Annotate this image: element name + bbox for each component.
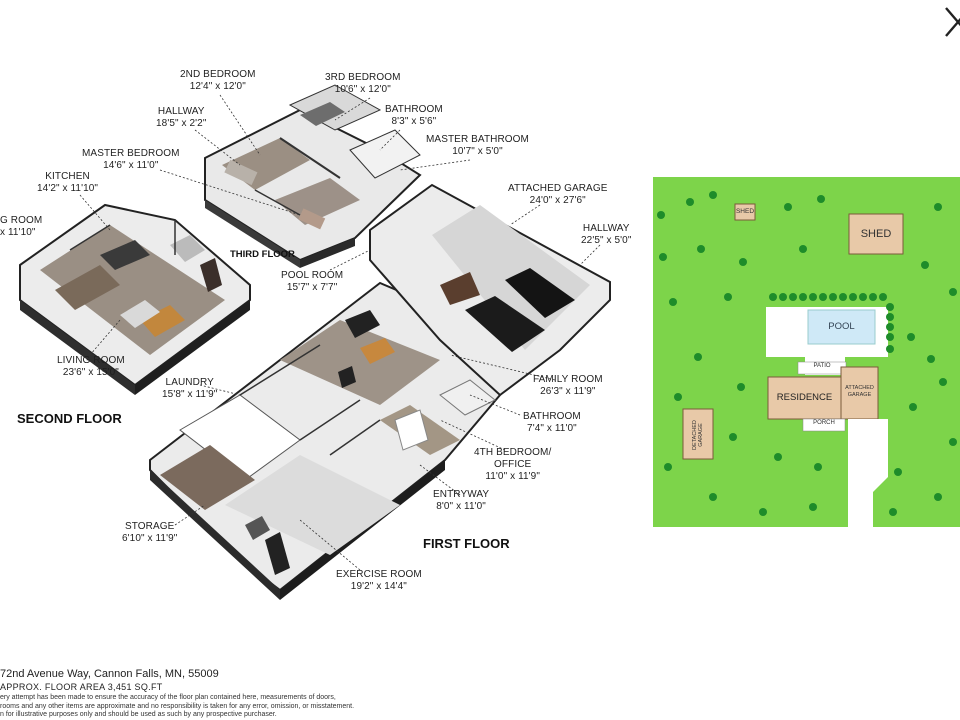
room-dimensions: 24'0" x 27'6" (529, 195, 586, 206)
label-bathroom-third: BATHROOM 8'3" x 5'6" (385, 104, 443, 128)
label-hallway-first: HALLWAY 22'5" x 5'0" (581, 223, 631, 247)
room-name: BATHROOM (523, 411, 581, 422)
pool (807, 309, 876, 345)
room-name: HALLWAY (157, 106, 205, 117)
room-dimensions: 8'3" x 5'6" (391, 116, 437, 127)
third-floor-model (204, 84, 422, 268)
attached-garage-label-line1: ATTACHED (845, 385, 874, 391)
disclaimer-line-3: n for illustrative purposes only and sho… (0, 711, 277, 718)
label-family-room: FAMILY ROOM 26'3" x 11'9" (533, 374, 603, 398)
room-name: ENTRYWAY (433, 489, 490, 500)
room-name: MASTER BEDROOM (82, 148, 180, 159)
room-name: ATTACHED GARAGE (508, 183, 608, 194)
room-name: EXERCISE ROOM (336, 569, 422, 580)
second-floor-model (19, 203, 251, 395)
scattered-trees (657, 191, 957, 516)
porch (802, 418, 846, 432)
room-name: HALLWAY (582, 223, 630, 234)
attached-garage (840, 366, 879, 420)
label-laundry: LAUNDRY 15'8" x 11'9" (162, 377, 217, 401)
pool-label: POOL (828, 321, 855, 332)
label-attached-garage: ATTACHED GARAGE 24'0" x 27'6" (508, 183, 607, 207)
room-dimensions: 6'10" x 11'9" (122, 533, 178, 544)
room-dimensions: 15'7" x 7'7" (286, 282, 338, 293)
label-living-room: LIVING ROOM 23'6" x 15'0" (57, 355, 125, 379)
room-name: G ROOM (0, 215, 43, 226)
room-dimensions: 10'6" x 12'0" (334, 84, 391, 95)
small-shed (734, 203, 756, 221)
room-dimensions: 15'8" x 11'9" (162, 389, 218, 400)
room-name: KITCHEN (45, 171, 90, 182)
label-4th-bedroom-office: 4TH BEDROOM/ OFFICE 11'0" x 11'9" (474, 447, 551, 483)
label-master-bathroom: MASTER BATHROOM 10'7" x 5'0" (426, 134, 529, 158)
label-hallway-third: HALLWAY 18'5" x 2'2" (156, 106, 206, 130)
room-dimensions: 26'3" x 11'9" (540, 386, 596, 397)
first-floor-title: FIRST FLOOR (423, 536, 510, 551)
patio-label: PATIO (813, 363, 831, 369)
room-dimensions: 18'5" x 2'2" (156, 118, 207, 129)
close-icon[interactable] (944, 4, 960, 40)
porch-label: PORCH (813, 420, 835, 426)
label-exercise-room: EXERCISE ROOM 19'2" x 14'4" (336, 569, 422, 593)
attached-garage-label: ATTACHED GARAGE (841, 385, 878, 399)
room-dimensions: 11'0" x 11'9" (485, 471, 540, 482)
small-shed-label: SHED (735, 208, 755, 215)
detached-garage-label: DETACHED GARAGE (692, 420, 704, 450)
residence-label: RESIDENCE (776, 392, 833, 403)
label-pool-room: POOL ROOM 15'7" x 7'7" (281, 270, 343, 294)
room-dimensions: x 11'10" (0, 227, 36, 238)
label-kitchen: KITCHEN 14'2" x 11'10" (37, 171, 98, 195)
room-dimensions: 14'2" x 11'10" (37, 183, 99, 194)
label-bathroom-first: BATHROOM 7'4" x 11'0" (523, 411, 581, 435)
room-name: BATHROOM (385, 104, 443, 115)
room-dimensions: 23'6" x 15'0" (62, 367, 119, 378)
room-name-line2: OFFICE (494, 459, 532, 470)
disclaimer-line-1: ery attempt has been made to ensure the … (0, 694, 336, 701)
label-3rd-bedroom: 3RD BEDROOM 10'6" x 12'0" (325, 72, 401, 96)
label-storage: STORAGE 6'10" x 11'9" (122, 521, 177, 545)
room-name: MASTER BATHROOM (426, 134, 529, 145)
driveway (845, 419, 888, 527)
room-name: POOL ROOM (281, 270, 344, 281)
room-name: LAUNDRY (165, 377, 214, 388)
room-dimensions: 10'7" x 5'0" (452, 146, 503, 157)
floor-plan-illustration (19, 84, 611, 600)
room-dimensions: 14'6" x 11'0" (103, 160, 159, 171)
second-floor-title: SECOND FLOOR (17, 411, 122, 426)
attached-garage-label-line2: GARAGE (847, 392, 872, 398)
room-name: 2ND BEDROOM (180, 69, 256, 80)
room-name: STORAGE (124, 521, 175, 532)
site-plan-drawing (657, 191, 957, 527)
label-leader-lines (79, 94, 601, 571)
room-dimensions: 22'5" x 5'0" (581, 235, 632, 246)
label-dining-room: G ROOM x 11'10" (0, 215, 42, 239)
room-name: FAMILY ROOM (533, 374, 603, 385)
residence (767, 376, 842, 420)
third-floor-title: THIRD FLOOR (230, 249, 295, 260)
room-dimensions: 19'2" x 14'4" (350, 581, 407, 592)
detached-garage (682, 408, 714, 460)
label-entryway: ENTRYWAY 8'0" x 11'0" (433, 489, 489, 513)
first-floor-model (149, 183, 611, 600)
room-name: LIVING ROOM (57, 355, 125, 366)
disclaimer-line-2: rooms and any other items are approximat… (0, 702, 355, 710)
site-plan: SHED SHED POOL PATIO RESIDENCE ATTACHED … (653, 177, 960, 527)
room-name: 3RD BEDROOM (325, 72, 401, 83)
room-name: 4TH BEDROOM/ (474, 447, 552, 458)
room-dimensions: 7'4" x 11'0" (527, 423, 577, 434)
floor-area: APPROX. FLOOR AREA 3,451 SQ.FT (0, 682, 163, 692)
room-dimensions: 8'0" x 11'0" (436, 501, 486, 512)
label-2nd-bedroom: 2ND BEDROOM 12'4" x 12'0" (180, 69, 256, 93)
large-shed-label: SHED (860, 228, 892, 240)
large-shed (848, 213, 904, 255)
room-dimensions: 12'4" x 12'0" (189, 81, 246, 92)
property-address: 72nd Avenue Way, Cannon Falls, MN, 55009 (0, 668, 219, 680)
label-master-bedroom: MASTER BEDROOM 14'6" x 11'0" (82, 148, 180, 172)
footer-info: 72nd Avenue Way, Cannon Falls, MN, 55009… (0, 668, 420, 720)
hedge-trees (769, 293, 894, 353)
